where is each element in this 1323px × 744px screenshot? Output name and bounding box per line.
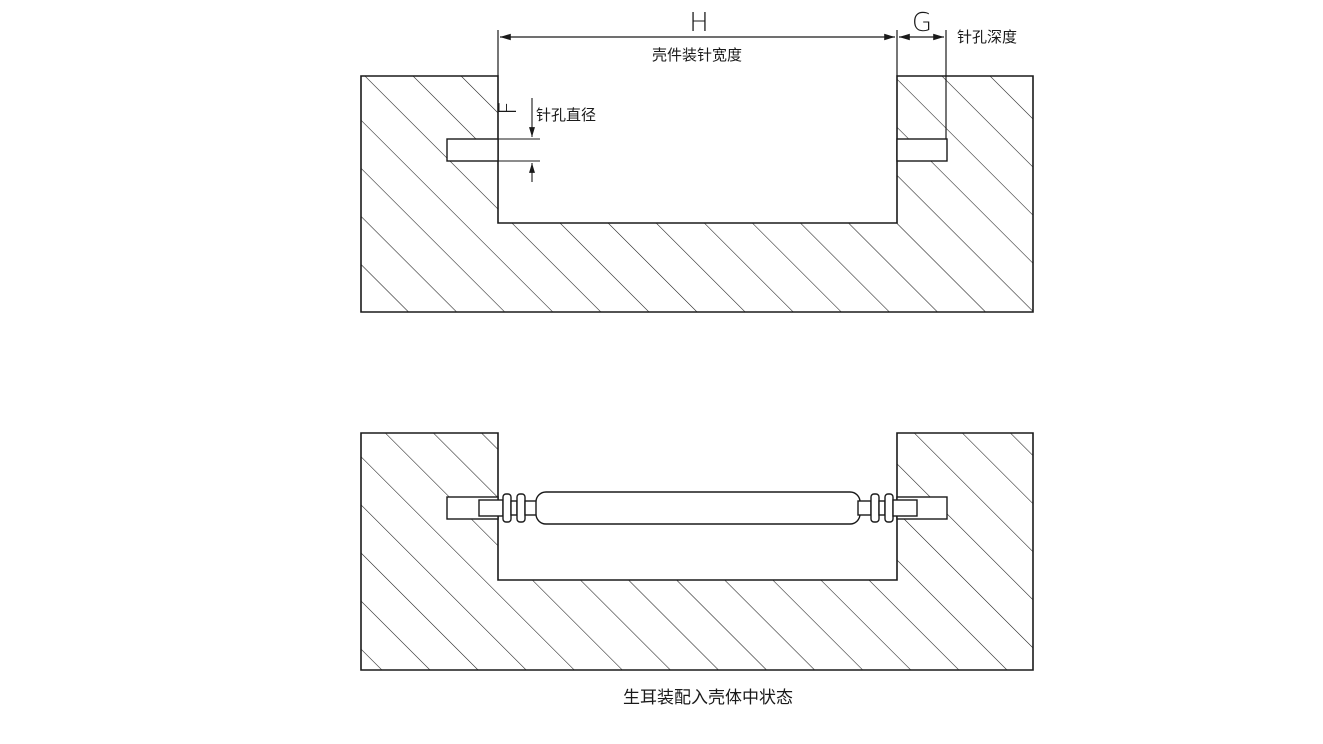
spring-bar-right-flange-1 <box>870 493 880 523</box>
left-pin-hole <box>446 138 499 162</box>
spring-bar-left-tip <box>478 499 504 517</box>
spring-bar-right-shaft <box>857 500 872 516</box>
dimension-f: F 针孔直径 <box>494 98 596 182</box>
right-pin-hole <box>896 138 948 162</box>
bottom-housing-section <box>360 432 1034 671</box>
caption: 生耳装配入壳体中状态 <box>623 688 793 708</box>
dimension-g-description: 针孔深度 <box>957 28 1017 46</box>
dimension-g-label: G <box>912 8 932 38</box>
spring-bar-right-neck <box>878 500 886 516</box>
spring-bar-left-flange-2 <box>516 493 526 523</box>
top-housing-section <box>360 75 1034 313</box>
spring-bar-tube <box>535 491 861 525</box>
spring-bar-right-flange-2 <box>884 493 894 523</box>
dimension-h-label: H <box>689 8 709 38</box>
dimension-f-description: 针孔直径 <box>536 106 596 124</box>
dimension-h: H 壳件装针宽度 <box>497 8 898 76</box>
dimension-g: G 针孔深度 <box>899 8 1017 139</box>
dimension-h-description: 壳件装针宽度 <box>652 46 742 64</box>
spring-bar <box>478 491 918 525</box>
dimension-f-label: F <box>494 101 522 115</box>
bottom-housing-body <box>360 432 1034 671</box>
top-housing-body <box>360 75 1034 313</box>
spring-bar-left-flange-1 <box>502 493 512 523</box>
spring-bar-right-tip <box>892 499 918 517</box>
spring-bar-left-neck <box>510 500 518 516</box>
